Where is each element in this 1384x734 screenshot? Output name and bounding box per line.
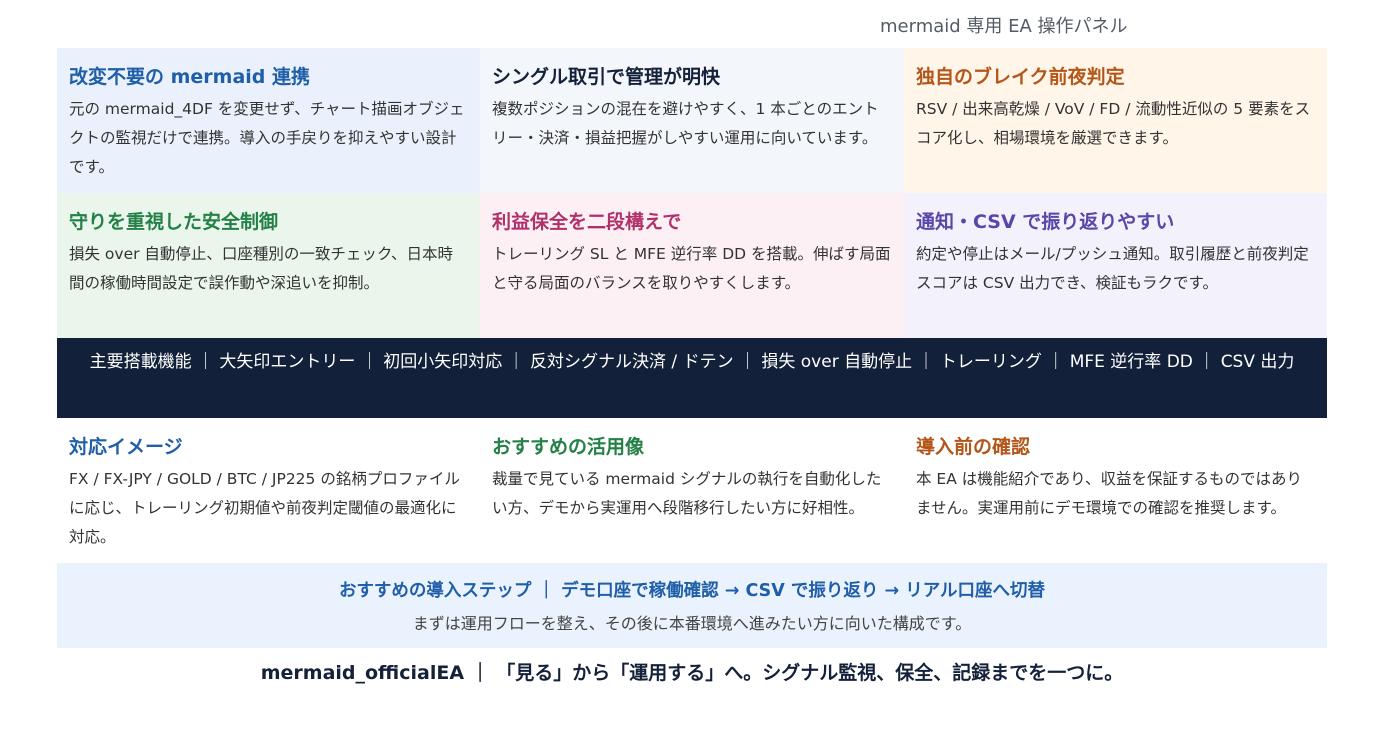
info-text: 本 EA は機能紹介であり、収益を保証するものではありません。実運用前にデモ環境… [916,470,1302,517]
info-grid: 対応イメージ FX / FX-JPY / GOLD / BTC / JP225 の… [57,420,1327,560]
info-text: 裁量で見ている mermaid シグナルの執行を自動化したい方、デモから実運用へ… [492,470,882,517]
feature-card: 守りを重視した安全制御損失 over 自動停止、口座種別の一致チェック、日本時間… [57,193,480,338]
feature-card: 利益保全を二段構えでトレーリング SL と MFE 逆行率 DD を搭載。伸ばす… [480,193,904,338]
recommended-steps: おすすめの導入ステップ ｜ デモ口座で稼働確認 → CSV で振り返り → リア… [57,563,1327,648]
feature-text: 損失 over 自動停止、口座種別の一致チェック、日本時間の稼働時間設定で誤作動… [69,245,454,292]
info-text: FX / FX-JPY / GOLD / BTC / JP225 の銘柄プロファ… [69,470,460,546]
info-title: 対応イメージ [69,436,183,458]
info-title: おすすめの活用像 [492,436,645,458]
feature-text: トレーリング SL と MFE 逆行率 DD を搭載。伸ばす局面と守る局面のバラ… [492,245,891,292]
feature-title: シングル取引で管理が明快 [492,66,721,88]
info-card: 導入前の確認本 EA は機能紹介であり、収益を保証するものではありません。実運用… [904,420,1327,560]
steps-subtext: まずは運用フローを整え、その後に本番環境へ進みたい方に向いた構成です。 [412,614,972,633]
feature-summary-band: 主要搭載機能 ｜ 大矢印エントリー ｜ 初回小矢印対応 ｜ 反対シグナル決済 /… [57,338,1327,418]
feature-text: 複数ポジションの混在を避けやすく、1 本ごとのエントリー・決済・損益把握がしやす… [492,100,879,147]
feature-title: 守りを重視した安全制御 [69,211,279,233]
steps-headline: おすすめの導入ステップ ｜ デモ口座で稼働確認 → CSV で振り返り → リア… [338,581,1046,601]
panel-title: mermaid 専用 EA 操作パネル [880,16,1128,37]
feature-grid: 改変不要の mermaid 連携元の mermaid_4DF を変更せず、チャー… [57,48,1327,338]
feature-text: 元の mermaid_4DF を変更せず、チャート描画オブジェクトの監視だけで連… [69,100,465,176]
feature-title: 利益保全を二段構えで [492,211,682,233]
feature-title: 独自のブレイク前夜判定 [916,66,1125,88]
info-card: 対応イメージ FX / FX-JPY / GOLD / BTC / JP225 の… [57,420,480,560]
info-card: おすすめの活用像裁量で見ている mermaid シグナルの執行を自動化したい方、… [480,420,904,560]
feature-card: 独自のブレイク前夜判定 RSV / 出来高乾燥 / VoV / FD / 流動性近… [904,48,1327,193]
feature-title: 通知・CSV で振り返りやすい [916,211,1175,233]
feature-text: RSV / 出来高乾燥 / VoV / FD / 流動性近似の 5 要素をスコア… [916,100,1311,147]
feature-card: 改変不要の mermaid 連携元の mermaid_4DF を変更せず、チャー… [57,48,480,193]
feature-text: 約定や停止はメール/プッシュ通知。取引履歴と前夜判定スコアは CSV 出力でき、… [916,245,1309,292]
feature-card: 通知・CSV で振り返りやすい約定や停止はメール/プッシュ通知。取引履歴と前夜判… [904,193,1327,338]
info-title: 導入前の確認 [916,436,1031,458]
footer-tagline: mermaid_officialEA ｜ 「見る」から「運用する」へ。シグナル監… [260,662,1124,684]
feature-card: シングル取引で管理が明快複数ポジションの混在を避けやすく、1 本ごとのエントリー… [480,48,904,193]
feature-title: 改変不要の mermaid 連携 [69,66,311,88]
